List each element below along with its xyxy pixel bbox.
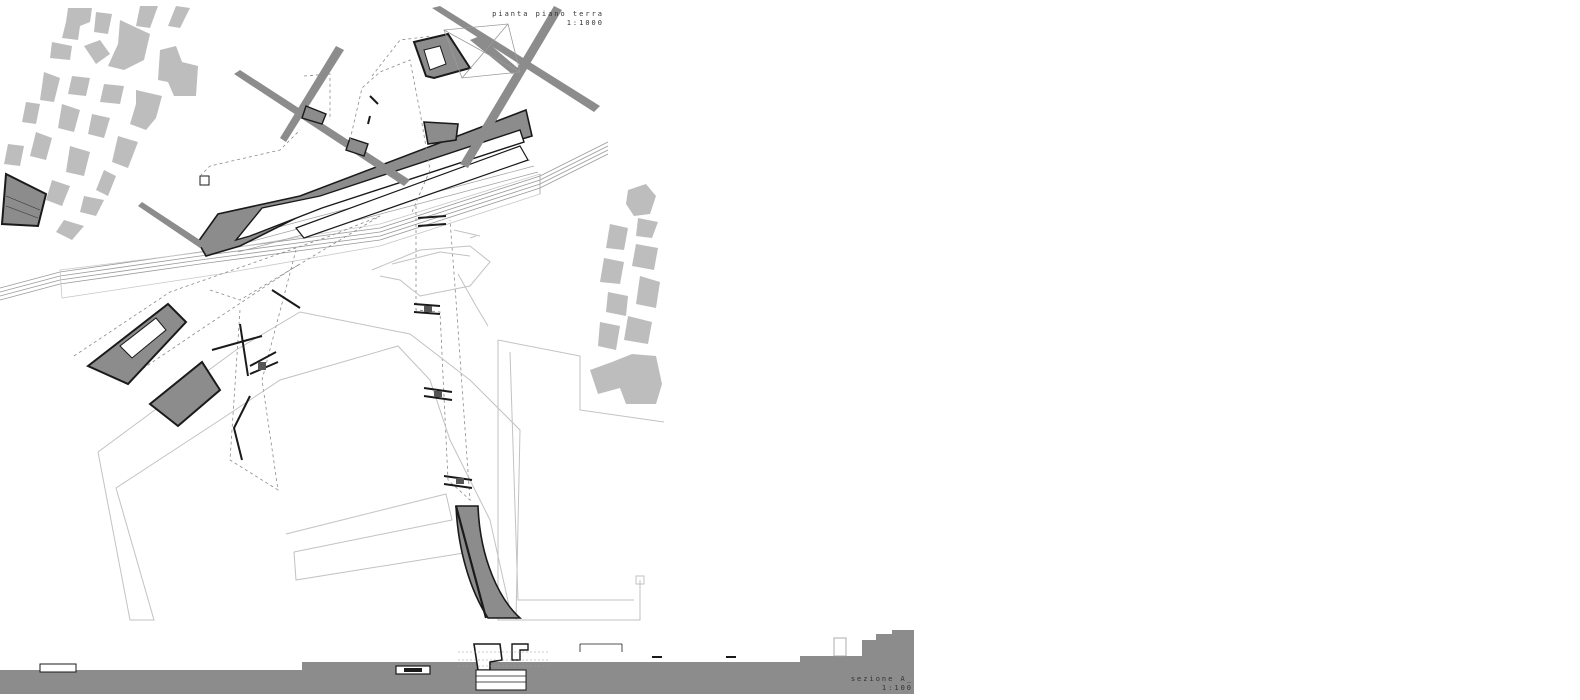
stair-marks (258, 306, 464, 484)
section-shelter (579, 643, 623, 652)
canopy-kiosks (199, 105, 459, 186)
southwest-building-b (148, 360, 222, 428)
southwest-building-a-court (119, 317, 167, 359)
section-scale: 1:100 (881, 684, 913, 692)
canopy-inner-platform (234, 129, 525, 242)
section-left-platform (39, 663, 77, 673)
plan-scale: 1:1000 (566, 19, 604, 27)
existing-buildings-northwest (4, 6, 198, 240)
west-shaded-building (0, 172, 48, 228)
west-building-hatch (5, 195, 41, 219)
existing-buildings-east (590, 184, 662, 404)
dashed-boundaries (73, 35, 471, 501)
south-curved-walkway (455, 505, 523, 619)
site-plan (0, 6, 665, 621)
north-pavilion-court (423, 45, 447, 71)
plan-title: pianta piano terra (492, 10, 604, 18)
north-pavilion-frame (443, 23, 521, 79)
section-station (458, 643, 548, 691)
section-drawing (0, 630, 914, 694)
section-benches (652, 656, 736, 658)
section-right-buildings (833, 637, 847, 657)
section-ground (0, 630, 914, 694)
railway-tracks (0, 141, 609, 301)
canopy-lower-strip (295, 145, 529, 239)
section-central-box-core (404, 668, 422, 672)
south-walkway-edge (454, 505, 488, 619)
canopy-beams (138, 6, 600, 248)
section-title: sezione A_ (850, 675, 913, 683)
site-outlines (97, 229, 665, 621)
